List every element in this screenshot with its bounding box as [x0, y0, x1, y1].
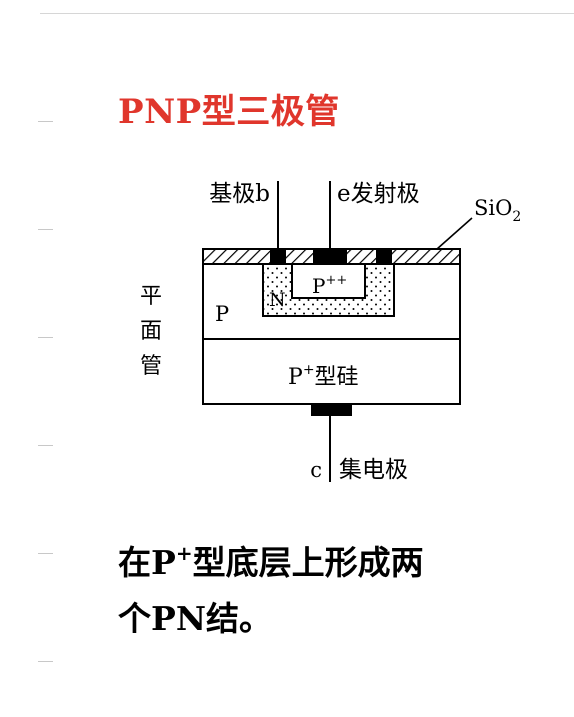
emitter-region-label: P++ — [312, 273, 347, 298]
emitter-label: e发射极 — [337, 181, 420, 207]
caption-prefix: 在P — [118, 543, 176, 582]
emitter-contact — [313, 249, 347, 265]
slide-title: PNP型三极管 — [118, 92, 340, 132]
margin-tick — [38, 229, 53, 230]
base-contact-left — [270, 249, 286, 265]
caption-line1-rest: 型底层上形成两 — [192, 543, 424, 582]
sio2-label: SiO2 — [474, 196, 521, 225]
base-label: 基极b — [209, 181, 270, 207]
collector-region-label: P — [215, 302, 229, 326]
side-label-char: 管 — [140, 354, 162, 379]
collector-contact — [311, 404, 352, 416]
top-divider — [40, 13, 574, 14]
base-contact-right — [376, 249, 392, 265]
sio2-pointer-line — [436, 217, 473, 250]
margin-tick — [38, 337, 53, 338]
margin-tick — [38, 661, 53, 662]
collector-letter-label: c — [310, 458, 322, 482]
margin-tick — [38, 445, 53, 446]
margin-tick — [38, 553, 53, 554]
collector-label: 集电极 — [339, 457, 408, 483]
caption-superscript: + — [175, 541, 193, 565]
side-label-char: 平 — [140, 284, 162, 309]
margin-tick — [38, 121, 53, 122]
substrate-label: P+型硅 — [288, 362, 359, 390]
caption-text: 在P+型底层上形成两 个PN结。 — [118, 535, 538, 647]
base-region-label: N — [269, 289, 286, 311]
caption-line2: 个PN结。 — [118, 599, 272, 638]
side-label-char: 面 — [140, 319, 162, 344]
